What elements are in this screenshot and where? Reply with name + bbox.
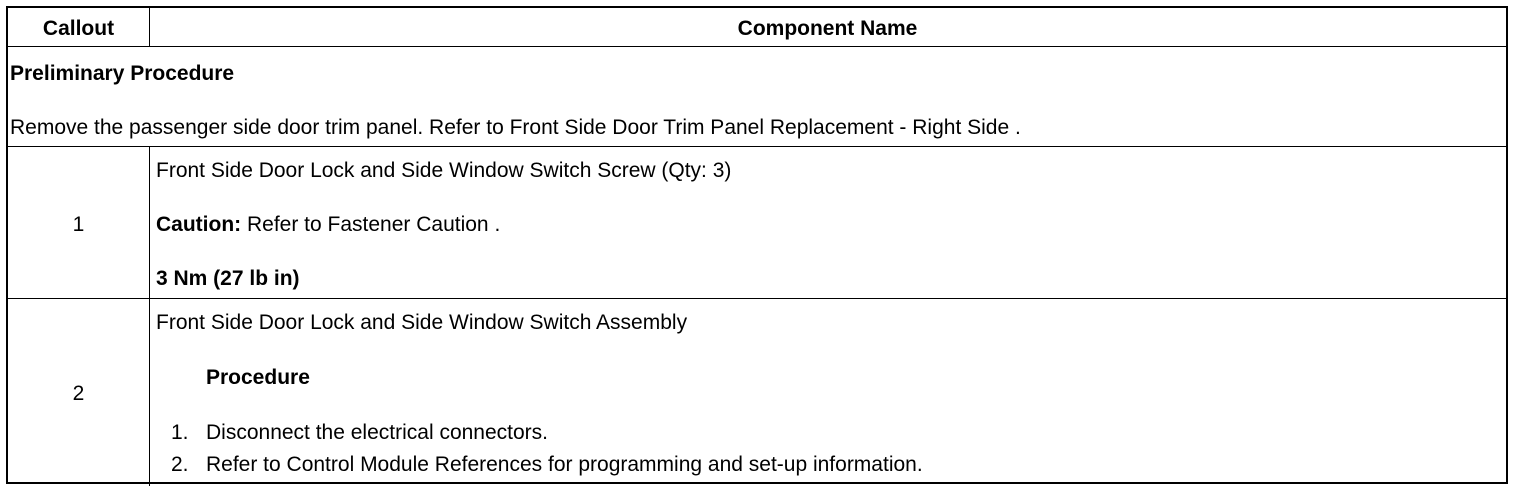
row1-caution: Caution: Refer to Fastener Caution . <box>156 213 500 237</box>
header-callout: Callout <box>42 17 115 40</box>
procedure-step-text: Refer to Control Module References for p… <box>206 453 923 476</box>
row1-component-name: Front Side Door Lock and Side Window Swi… <box>156 159 732 182</box>
row1-divider <box>8 298 1506 299</box>
row2-callout: 2 <box>72 382 85 405</box>
row2-procedure-title: Procedure <box>206 366 310 389</box>
procedure-step-number: 2. <box>171 453 189 476</box>
caution-text: Refer to Fastener Caution . <box>241 213 501 236</box>
component-table: Callout Component Name Preliminary Proce… <box>6 6 1508 486</box>
procedure-step-text: Disconnect the electrical connectors. <box>206 421 548 444</box>
header-column-divider <box>149 8 150 46</box>
header-component-name: Component Name <box>737 17 918 40</box>
preliminary-text: Remove the passenger side door trim pane… <box>10 116 1021 139</box>
header-divider <box>8 46 1506 47</box>
caution-label: Caution: <box>156 213 242 236</box>
preliminary-divider <box>8 146 1506 147</box>
body-column-divider <box>149 146 150 486</box>
row2-component-name: Front Side Door Lock and Side Window Swi… <box>156 311 688 334</box>
row1-torque: 3 Nm (27 lb in) <box>156 267 300 290</box>
procedure-step-number: 1. <box>171 421 189 444</box>
row1-callout: 1 <box>72 213 85 236</box>
preliminary-title: Preliminary Procedure <box>10 62 235 85</box>
